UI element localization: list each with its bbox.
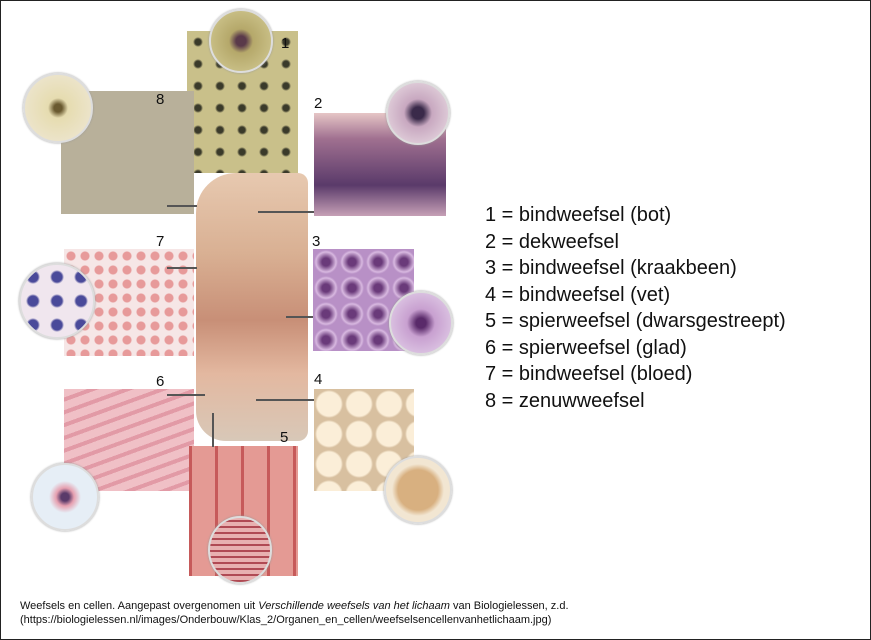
caption-text: van Biologielessen, z.d. xyxy=(449,600,569,612)
legend-item: 1 = bindweefsel (bot) xyxy=(485,204,672,226)
cell-epithelium xyxy=(386,81,450,145)
pointer-line xyxy=(167,394,205,396)
caption-text: Weefsels en cellen. Aangepast overgenome… xyxy=(20,600,259,612)
label-2: 2 xyxy=(314,95,323,112)
cell-blood xyxy=(19,263,95,339)
label-7: 7 xyxy=(156,233,165,250)
legend: 1 = bindweefsel (bot) 2 = dekweefsel 3 =… xyxy=(485,202,786,414)
legend-item: 4 = bindweefsel (vet) xyxy=(485,283,671,306)
legend-item: 3 = bindweefsel (kraakbeen) xyxy=(485,257,737,279)
pointer-line xyxy=(258,211,314,213)
head-cross-section xyxy=(196,173,308,441)
caption-source-title: Verschillende weefsels van het lichaam xyxy=(258,600,450,612)
label-5: 5 xyxy=(280,429,289,446)
legend-item: 5 = spierweefsel (dwarsgestreept) xyxy=(485,310,786,332)
cell-fat xyxy=(384,456,452,524)
label-8: 8 xyxy=(156,91,165,108)
label-3: 3 xyxy=(312,233,321,250)
legend-item: 8 = zenuwweefsel xyxy=(485,389,645,412)
legend-item: 7 = bindweefsel (bloed) xyxy=(485,363,693,385)
caption: Weefsels en cellen. Aangepast overgenome… xyxy=(20,599,569,627)
caption-url: (https://biologielessen.nl/images/Onderb… xyxy=(20,614,552,626)
label-4: 4 xyxy=(314,371,323,388)
legend-item: 2 = dekweefsel xyxy=(485,230,619,253)
cell-smooth-muscle xyxy=(31,463,99,531)
cell-striated-muscle xyxy=(208,516,272,584)
label-6: 6 xyxy=(156,373,165,390)
pointer-line xyxy=(167,267,197,269)
label-1: 1 xyxy=(281,35,290,52)
pointer-line xyxy=(212,413,214,447)
cell-nerve xyxy=(23,73,93,143)
pointer-line xyxy=(256,399,314,401)
legend-item: 6 = spierweefsel (glad) xyxy=(485,336,687,359)
pointer-line xyxy=(167,205,197,207)
pointer-line xyxy=(286,316,313,318)
cell-bone xyxy=(209,9,273,73)
cell-cartilage xyxy=(389,291,453,355)
